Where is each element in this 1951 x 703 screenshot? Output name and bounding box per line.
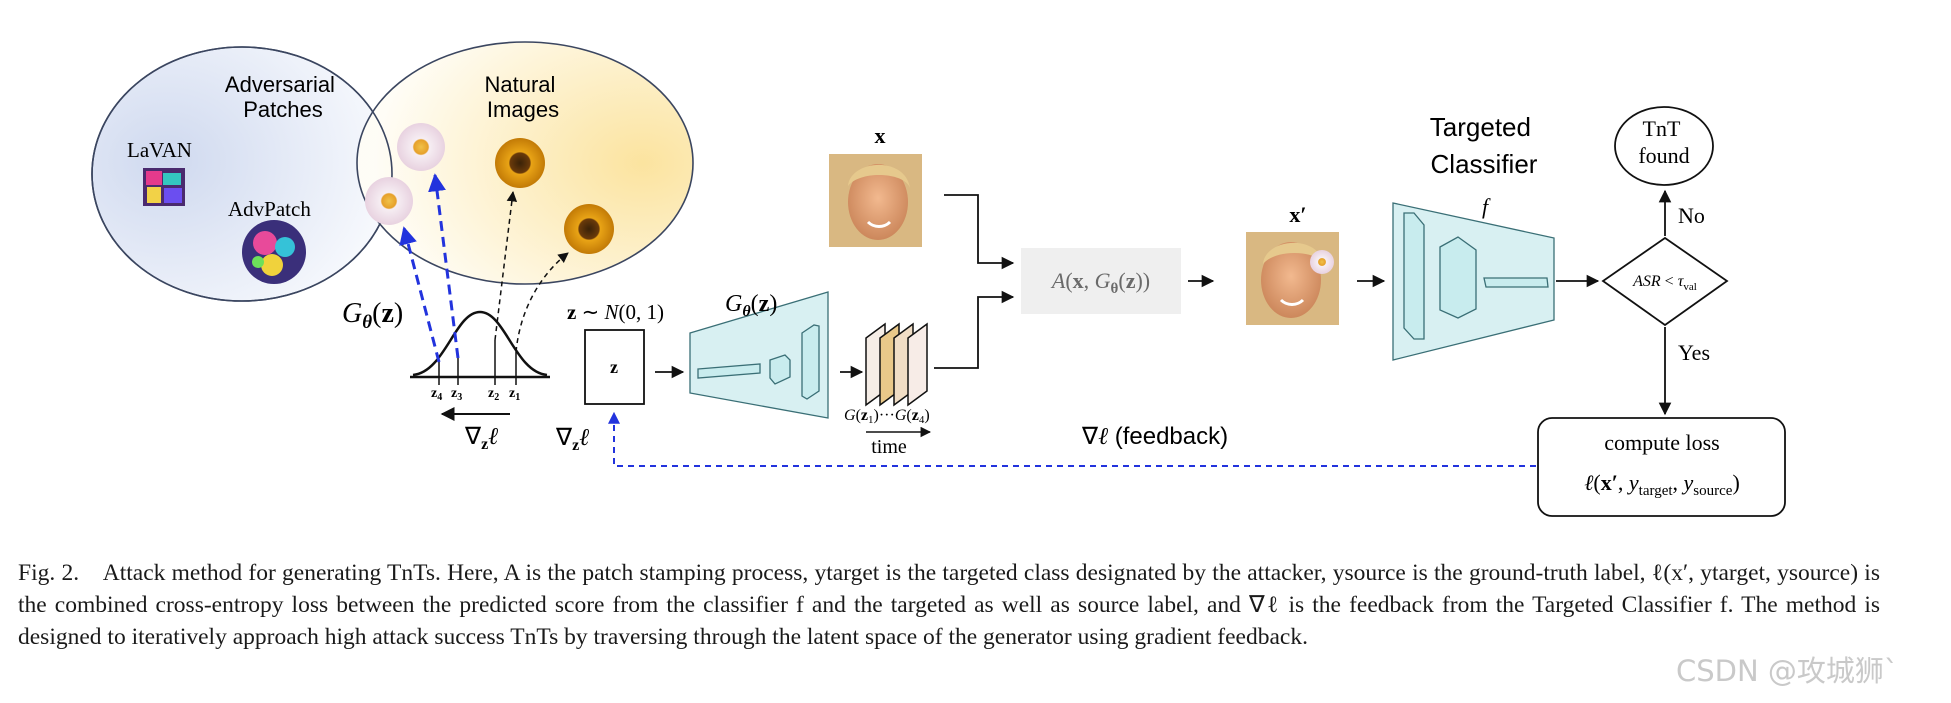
caption-fig-number: Fig. 2. bbox=[18, 560, 80, 586]
natural-set-label: Natural Images bbox=[484, 72, 561, 122]
csdn-watermark: CSDN @攻城狮` bbox=[1676, 654, 1899, 688]
patch-stamp-box bbox=[1021, 248, 1181, 314]
caption-text: Attack method for generating TnTs. Here,… bbox=[18, 560, 1880, 650]
lavan-label: LaVAN bbox=[127, 138, 192, 162]
asr-decision-label: ASR < τval bbox=[1632, 273, 1697, 293]
yes-label: Yes bbox=[1678, 340, 1710, 365]
latent-point-z1: z1 bbox=[509, 386, 520, 403]
feedback-label: ∇ℓ (feedback) bbox=[1081, 423, 1228, 450]
classifier-f-label: f bbox=[1482, 194, 1491, 219]
latent-z-box-label: z bbox=[610, 357, 618, 377]
latent-point-z4: z4 bbox=[431, 386, 442, 403]
latent-z-box bbox=[584, 329, 645, 405]
figure-caption: Fig. 2. Attack method for generating TnT… bbox=[18, 557, 1880, 653]
latent-point-z2: z2 bbox=[488, 386, 499, 403]
generated-sequence bbox=[865, 322, 928, 407]
tnt-found-label: TnT found bbox=[1638, 116, 1689, 168]
generator-network bbox=[689, 291, 829, 419]
asr-decision-diamond bbox=[1601, 236, 1729, 327]
time-label: time bbox=[871, 436, 907, 458]
flower-yellow-1 bbox=[495, 138, 545, 188]
patch-stamp-label: A(x, Gθ(z)) bbox=[1050, 268, 1150, 297]
input-to-stamp-arrows bbox=[934, 194, 1015, 369]
generator-output-label: Gθ(z) bbox=[342, 298, 403, 333]
tnt-found-node bbox=[1614, 106, 1714, 186]
latent-point-z3: z3 bbox=[451, 386, 462, 403]
sequence-label: G(z1)···G(z4) bbox=[844, 407, 930, 426]
adversarial-set-label: Adversarial Patches bbox=[225, 72, 341, 122]
no-label: No bbox=[1678, 203, 1705, 228]
compute-loss-title: compute loss bbox=[1604, 430, 1720, 455]
input-face-image bbox=[829, 154, 922, 247]
z-prior-label: z ∼ N(0, 1) bbox=[567, 300, 664, 324]
advpatch-label: AdvPatch bbox=[228, 197, 311, 221]
input-x-label: x bbox=[875, 123, 886, 148]
grad-z-left-label: ∇zℓ bbox=[555, 425, 589, 454]
lavan-patch-image bbox=[143, 168, 185, 206]
flower-white-1 bbox=[397, 123, 445, 171]
flower-yellow-2 bbox=[564, 204, 614, 254]
advpatch-patch-image bbox=[242, 220, 306, 284]
targeted-classifier-network bbox=[1392, 202, 1555, 361]
latent-distribution-curve bbox=[410, 310, 550, 385]
grad-z-bottom-label: ∇zℓ bbox=[464, 424, 498, 453]
generator-block-label: Gθ(z) bbox=[725, 291, 777, 320]
flower-white-2 bbox=[365, 177, 413, 225]
latent-to-image-arrows bbox=[399, 173, 569, 363]
output-face-image bbox=[1246, 232, 1339, 325]
compute-loss-box bbox=[1537, 417, 1786, 517]
feedback-arrow bbox=[608, 411, 1536, 467]
output-x-label: x′ bbox=[1289, 202, 1306, 227]
classifier-title: Targeted Classifier bbox=[1430, 112, 1538, 179]
